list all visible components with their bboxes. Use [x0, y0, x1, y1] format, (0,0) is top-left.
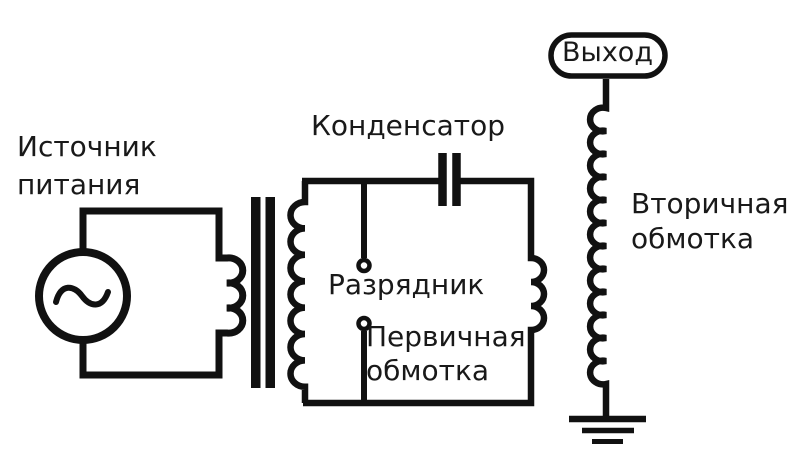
transformer-core [251, 197, 275, 388]
spark-gap-label: Разрядник [328, 268, 485, 301]
output-terminal-outline [548, 32, 668, 79]
secondary-winding-coil [586, 79, 610, 419]
ground-icon [569, 415, 646, 444]
capacitor-label: Конденсатор [311, 109, 505, 142]
transformer-secondary-coil [287, 181, 309, 403]
spark-gap-icon [356, 181, 372, 403]
primary-winding-label: Первичная обмотка [366, 320, 526, 387]
power-source-label: Источник питания [17, 130, 157, 201]
secondary-winding-label: Вторичная обмотка [631, 187, 789, 255]
capacitor-icon [438, 153, 461, 206]
sine-wave-icon [53, 284, 111, 308]
tank-loop-wire [303, 177, 548, 407]
output-terminal: Выход [548, 30, 667, 77]
output-label: Выход [561, 37, 653, 69]
power-source-loop-wire [79, 207, 247, 379]
